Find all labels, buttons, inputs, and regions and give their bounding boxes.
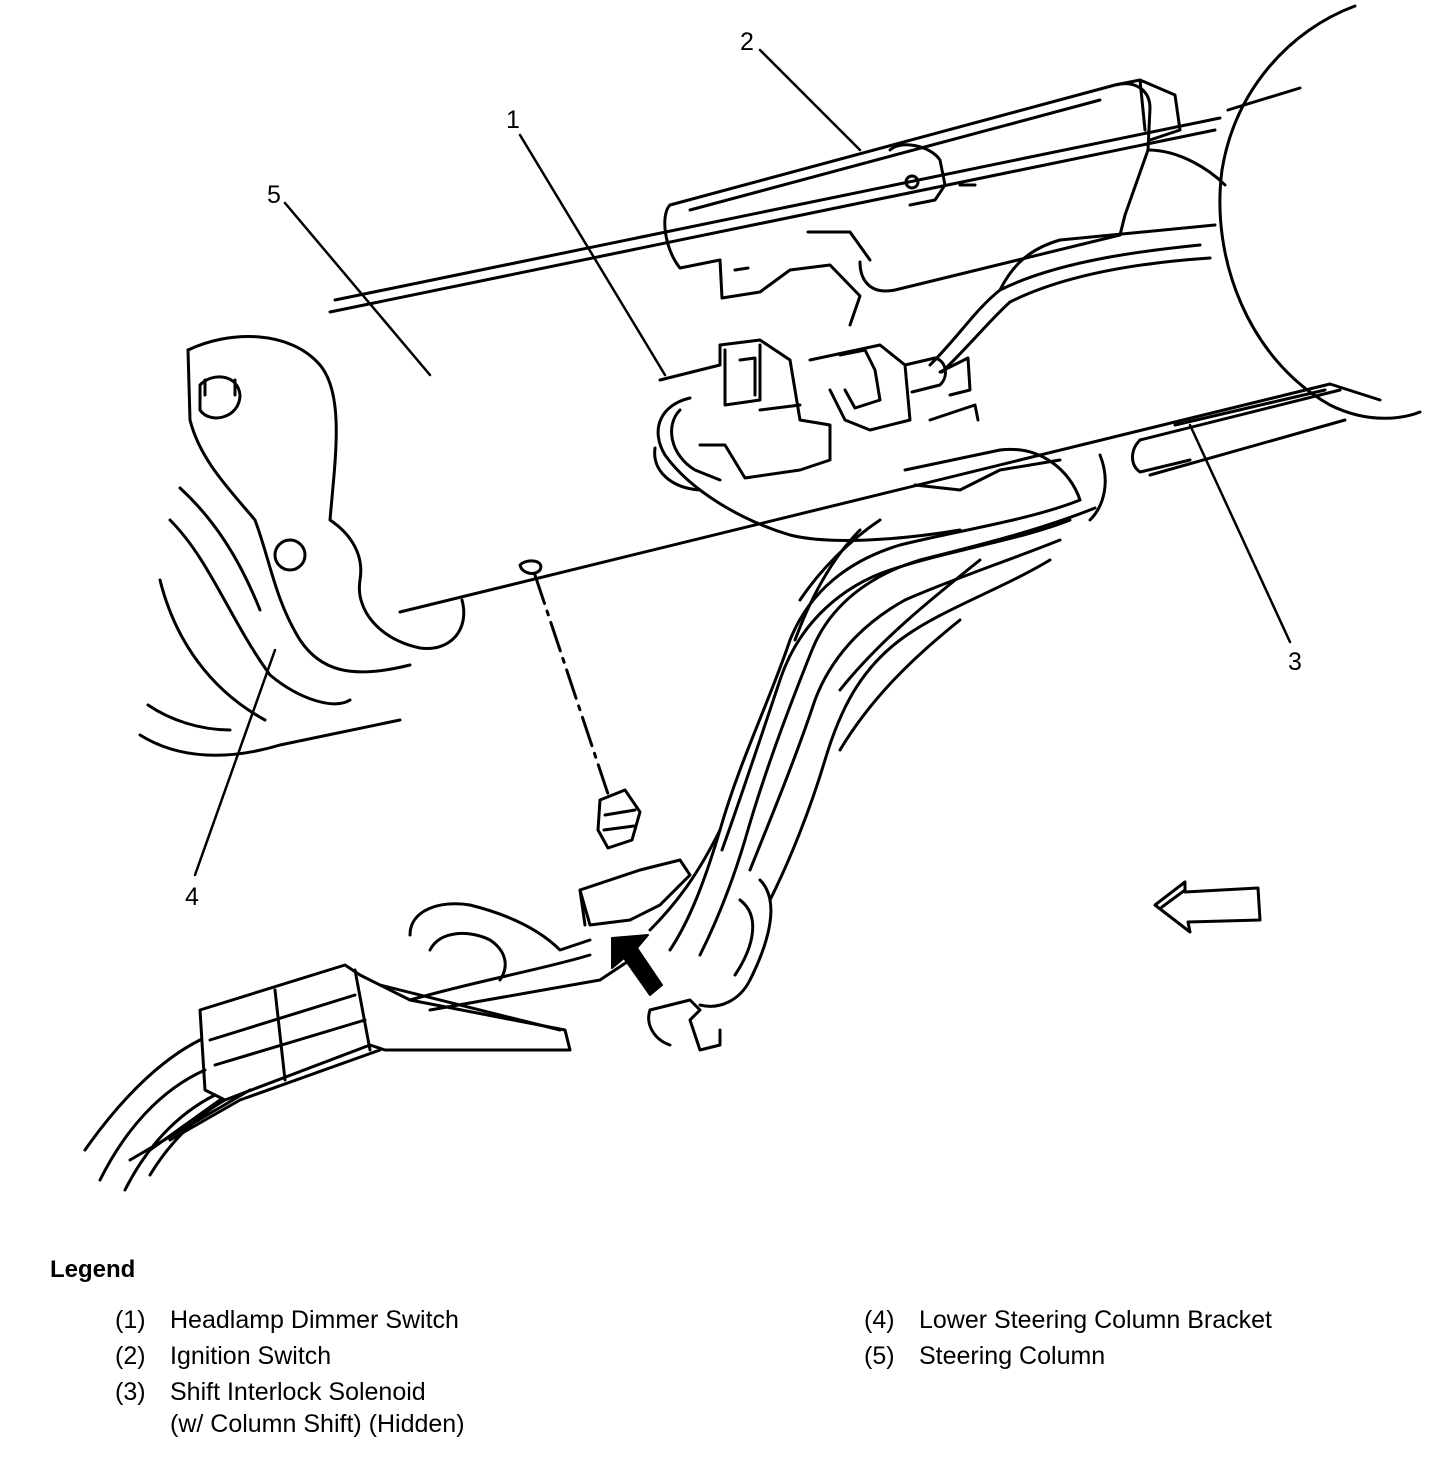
legend-item-number: (3) bbox=[115, 1378, 146, 1406]
lower-connectors bbox=[83, 858, 692, 1192]
legend: Legend (1) Headlamp Dimmer Switch (2) Ig… bbox=[0, 1250, 1456, 1464]
callout-1: 1 bbox=[506, 106, 520, 134]
legend-item-label: Headlamp Dimmer Switch bbox=[170, 1306, 459, 1334]
legend-item-number: (4) bbox=[864, 1306, 895, 1334]
leader-line-2 bbox=[758, 48, 862, 152]
front-of-vehicle-arrow-icon bbox=[1153, 880, 1262, 934]
shift-interlock-solenoid bbox=[1131, 388, 1347, 477]
legend-title: Legend bbox=[50, 1256, 136, 1283]
headlamp-dimmer-switch bbox=[658, 338, 980, 480]
leader-line-3 bbox=[1188, 423, 1292, 644]
wire-harness bbox=[647, 223, 1217, 1052]
retainer-stud bbox=[533, 573, 642, 850]
ignition-switch bbox=[663, 78, 1227, 327]
callout-5: 5 bbox=[267, 181, 281, 209]
legend-item-label: Shift Interlock Solenoid bbox=[170, 1378, 426, 1406]
legend-item-number: (5) bbox=[864, 1342, 895, 1370]
legend-item-label: Ignition Switch bbox=[170, 1342, 332, 1370]
callout-3: 3 bbox=[1288, 648, 1302, 676]
legend-item-label-continued: (w/ Column Shift) (Hidden) bbox=[170, 1410, 465, 1438]
callout-2: 2 bbox=[740, 28, 754, 56]
steering-column-diagram: 1 2 3 4 5 bbox=[83, 4, 1422, 1192]
legend-item-number: (2) bbox=[115, 1342, 146, 1370]
column-upper-housing bbox=[1218, 4, 1422, 420]
legend-item-number: (1) bbox=[115, 1306, 146, 1334]
leader-line-4 bbox=[193, 648, 277, 877]
legend-item-label: Steering Column bbox=[919, 1342, 1106, 1370]
callout-4: 4 bbox=[185, 883, 199, 911]
leader-line-1 bbox=[518, 133, 667, 377]
leader-line-5 bbox=[283, 201, 432, 377]
steering-column-tube bbox=[328, 116, 1382, 614]
callout-leader-lines bbox=[193, 48, 1292, 877]
connector-pointer-arrow bbox=[611, 934, 663, 996]
lower-column-bracket bbox=[138, 335, 466, 757]
legend-item-label: Lower Steering Column Bracket bbox=[919, 1306, 1272, 1334]
diagram-drawing bbox=[83, 4, 1422, 1192]
